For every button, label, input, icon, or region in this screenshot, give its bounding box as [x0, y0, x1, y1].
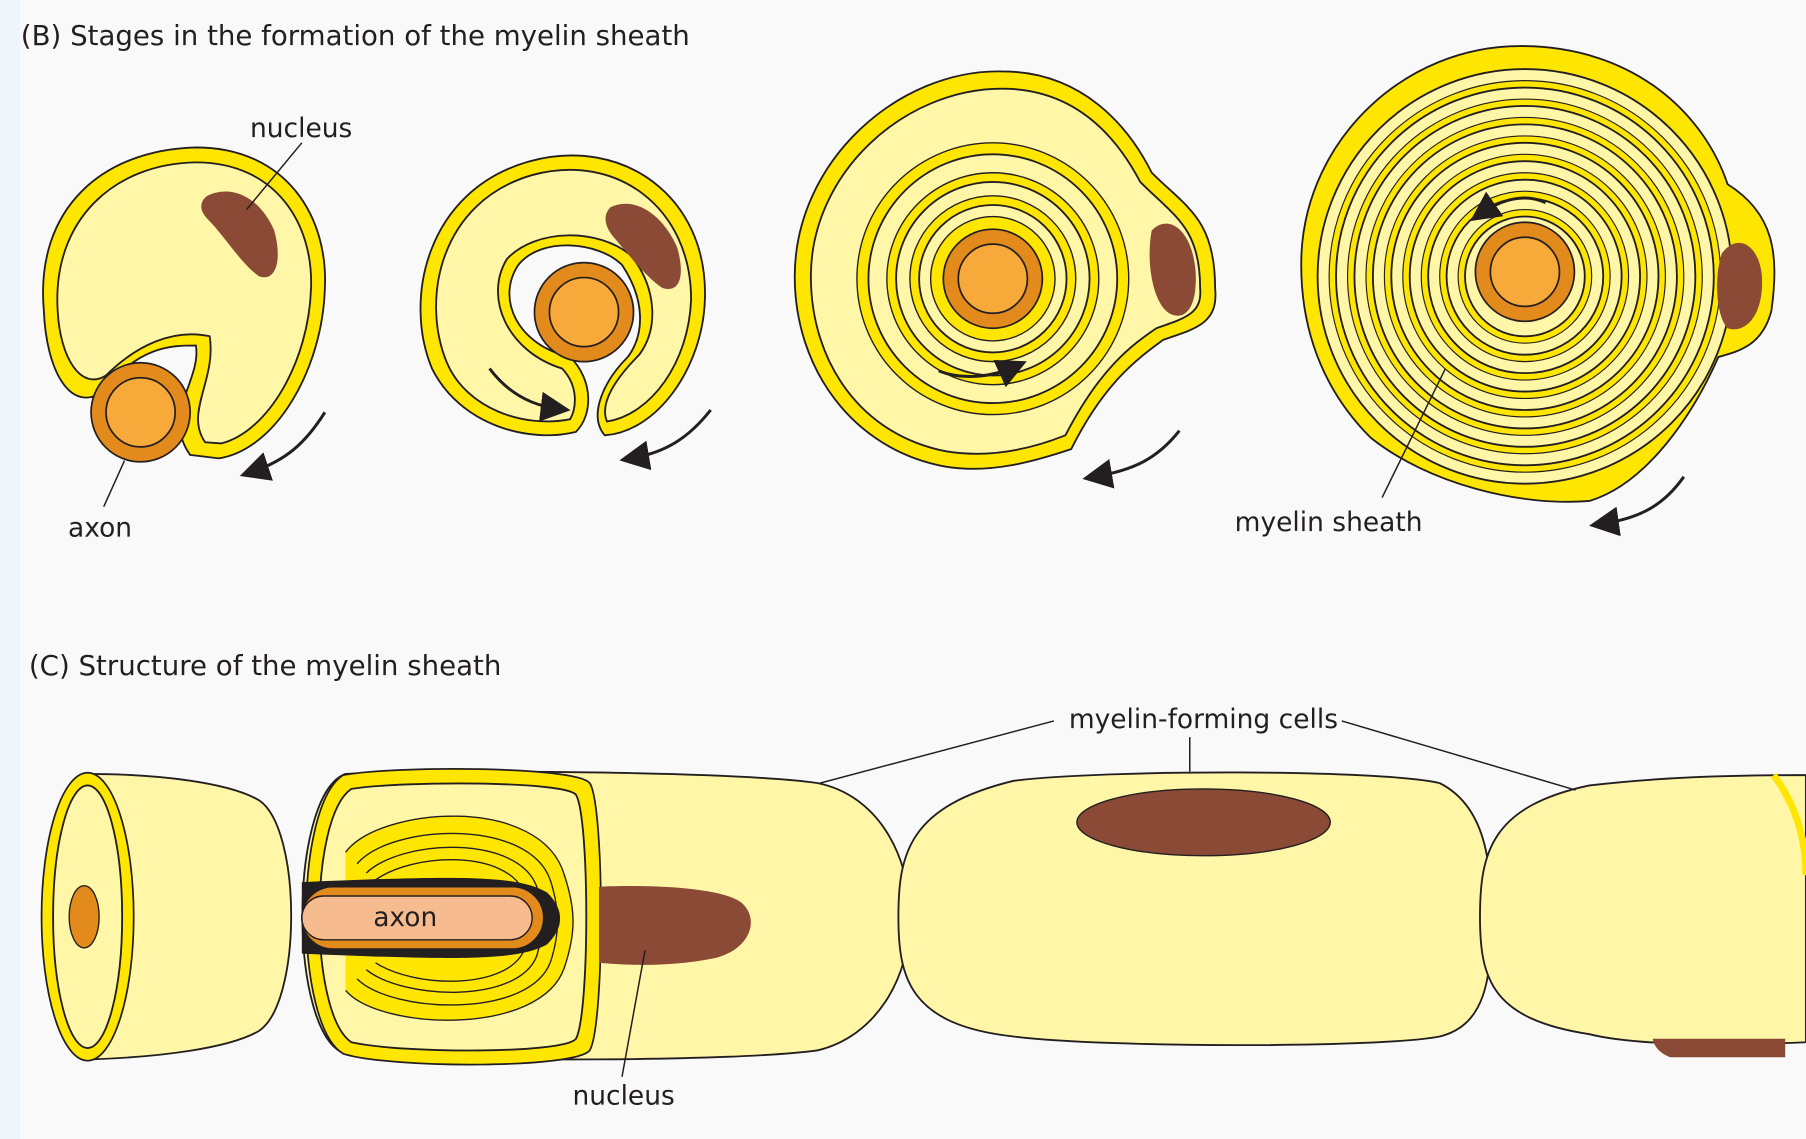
- myelin-forming-cells-label: myelin-forming cells: [1069, 704, 1338, 735]
- axon-label-c: axon: [373, 902, 437, 933]
- stage-1-cell: [42, 146, 327, 481]
- stage-2-cell: [419, 154, 712, 471]
- myelinated-axon-structure: axon: [40, 768, 1806, 1066]
- stage-4-cell: [1300, 45, 1776, 537]
- myelin-sheath-label: myelin sheath: [1235, 507, 1423, 538]
- nucleus-label-b: nucleus: [250, 113, 352, 144]
- panel-b-title: (B) Stages in the formation of the myeli…: [21, 19, 690, 52]
- nucleus-shape: [201, 191, 278, 278]
- panel-c-title: (C) Structure of the myelin sheath: [29, 649, 502, 682]
- axon-label-b: axon: [68, 513, 132, 544]
- stage-3-cell: [793, 70, 1217, 489]
- left-margin-strip: [0, 0, 20, 1139]
- nucleus-label-c: nucleus: [572, 1080, 674, 1111]
